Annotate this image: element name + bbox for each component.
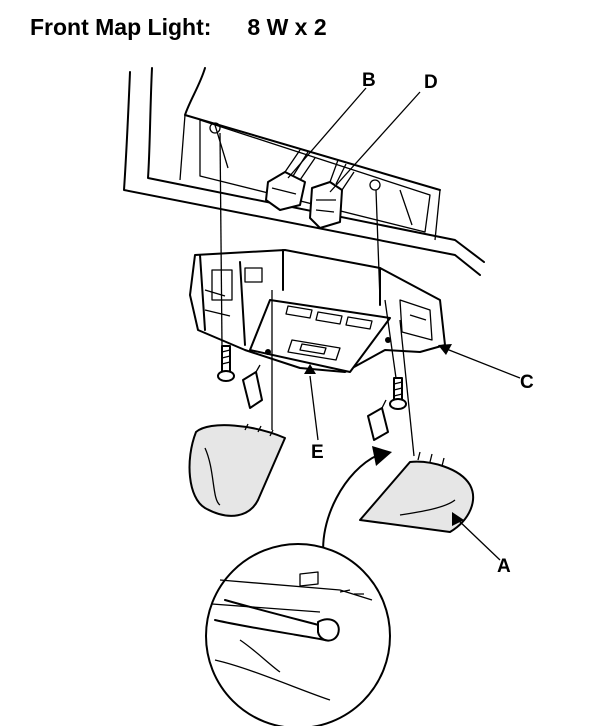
bulb-left <box>242 364 263 409</box>
connector-d <box>309 159 355 229</box>
callout-a: A <box>497 556 511 577</box>
lens-a <box>359 451 475 533</box>
leader-lines <box>287 87 521 561</box>
removal-arrow <box>322 446 392 561</box>
bracket-e <box>249 299 391 373</box>
callout-c: C <box>520 372 534 393</box>
callout-e: E <box>311 442 324 463</box>
guide-lines <box>219 132 415 457</box>
lens-left <box>188 423 286 517</box>
leader-c-arrow <box>438 344 452 355</box>
screw-right <box>389 377 407 410</box>
callout-d: D <box>424 72 438 93</box>
title-label: Front Map Light: <box>30 14 212 40</box>
diagram-title: Front Map Light: 8 W x 2 <box>30 14 327 41</box>
bulb-right <box>367 399 389 441</box>
leader-e-arrow <box>304 364 316 374</box>
leader-a-arrow <box>452 512 464 526</box>
detail-inset <box>205 543 391 726</box>
callout-b: B <box>362 70 376 91</box>
headliner <box>123 67 485 276</box>
connector-b <box>265 149 316 211</box>
title-spec: 8 W x 2 <box>247 14 327 40</box>
screw-left <box>217 345 235 382</box>
